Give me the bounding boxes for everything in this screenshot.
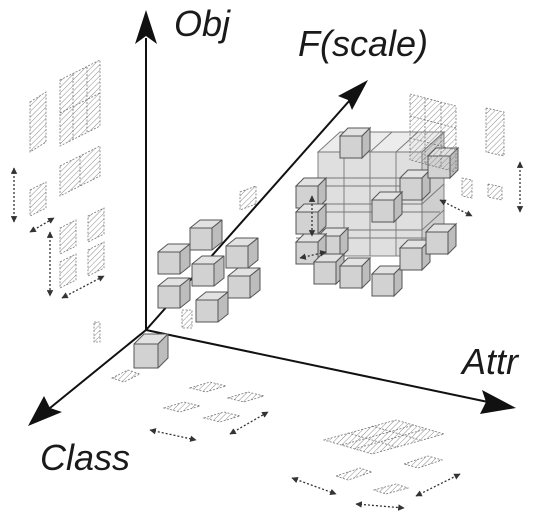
cube [398, 168, 432, 202]
dimension-arrow [439, 199, 473, 217]
class-axis-label: Class [40, 437, 131, 478]
cube [424, 222, 458, 256]
class-axis [49, 329, 147, 409]
origin-cube [133, 333, 169, 369]
attr-class-projection [149, 381, 461, 511]
scale-axis-label: F(scale) [298, 23, 429, 64]
dimension-arrow [291, 476, 337, 496]
dimension-arrow [149, 428, 197, 442]
attr-scale-projection [409, 93, 524, 213]
attr-axis-label: Attr [462, 341, 519, 382]
dimension-arrow [29, 217, 55, 233]
cube [294, 176, 328, 210]
origin-projections [93, 185, 257, 383]
dimension-arrow [415, 473, 461, 497]
cube [312, 252, 346, 286]
class-axis-arrowhead [28, 396, 62, 426]
cube [191, 255, 225, 287]
cube [189, 219, 223, 251]
cube [338, 256, 372, 290]
cube [225, 237, 259, 269]
cube [370, 264, 404, 298]
attr-axis-arrowhead [480, 390, 516, 414]
cube [157, 277, 191, 309]
cube [370, 190, 404, 224]
attr-axis [145, 329, 489, 403]
cube [338, 126, 372, 160]
obj-scale-projection [10, 59, 105, 299]
scale-axis-arrowhead [338, 80, 368, 110]
cube [294, 202, 328, 236]
obj-axis-label: Obj [174, 3, 231, 44]
small-scale-cube-cluster [133, 219, 261, 369]
cube [157, 243, 191, 275]
large-scale-cube-block [294, 126, 473, 298]
cube [227, 267, 261, 299]
obj-axis-arrowhead [135, 10, 157, 44]
dimension-arrow [355, 501, 405, 511]
wireframe-grid [296, 130, 446, 258]
dimension-arrow [299, 250, 327, 260]
dimension-arrow [229, 411, 269, 435]
cube [195, 291, 229, 323]
